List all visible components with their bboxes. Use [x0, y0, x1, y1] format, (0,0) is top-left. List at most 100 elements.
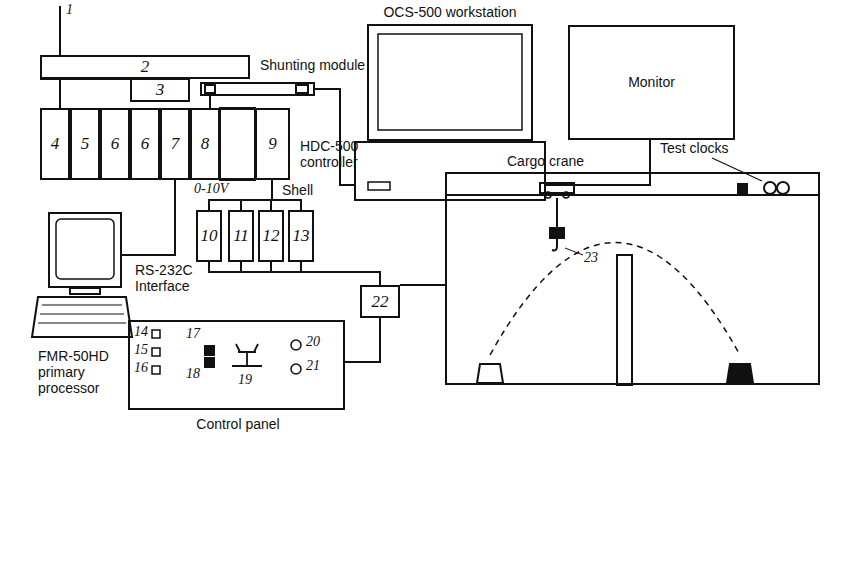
callout-number: 21 — [306, 358, 320, 374]
blank-module — [220, 108, 255, 180]
workstation-screen — [368, 25, 532, 140]
numbered-box: 7 — [160, 108, 190, 180]
leader-line — [712, 158, 762, 181]
numbered-box: 3 — [130, 78, 190, 102]
box-label: Monitor — [628, 74, 675, 90]
numbered-box: 8 — [190, 108, 220, 180]
callout-number: 12 — [263, 226, 280, 246]
push-button — [152, 330, 160, 338]
connector-port — [296, 85, 308, 93]
callout-number: 10 — [201, 226, 218, 246]
connector-wire — [400, 284, 445, 286]
clock-marker — [738, 184, 747, 193]
connector-wire — [209, 262, 380, 285]
indicator-square — [205, 358, 214, 367]
callout-number: 8 — [201, 134, 210, 154]
screen-glass — [378, 34, 522, 130]
callout-number: 15 — [134, 342, 148, 358]
push-button — [152, 348, 160, 356]
drive-slot — [368, 182, 390, 190]
callout-number: 9 — [268, 134, 277, 154]
connector-wire — [241, 262, 380, 285]
callout-number: 16 — [134, 360, 148, 376]
callout-number: 20 — [306, 334, 320, 350]
box-heading: Shunting module — [260, 57, 390, 73]
labelled-box: FMR-50HD primary processor — [48, 212, 122, 288]
connector-wire — [209, 96, 211, 108]
numbered-box: 9 — [255, 108, 290, 180]
numbered-box: 5 — [70, 108, 100, 180]
trolley-wheel — [563, 192, 569, 198]
connector-wire — [345, 318, 380, 362]
callout-number: 11 — [233, 226, 249, 246]
connector-wire — [241, 180, 272, 210]
callout-number: 14 — [134, 324, 148, 340]
callout-number: 13 — [293, 226, 310, 246]
box-heading: HDC-500 controller — [300, 138, 390, 170]
test-clock — [764, 182, 776, 194]
callout-number: 22 — [372, 292, 389, 312]
numbered-box: 12 — [258, 210, 284, 262]
joystick-symbol — [232, 344, 262, 366]
hook — [552, 238, 557, 251]
box-heading: OCS-500 workstation — [355, 4, 545, 20]
workstation-base — [355, 142, 545, 200]
hook-block — [550, 228, 564, 238]
labelled-box: Monitor — [568, 25, 735, 140]
test-clock — [777, 182, 789, 194]
callout-number: 23 — [584, 250, 598, 266]
crane-beam — [445, 194, 820, 196]
callout-number: 19 — [238, 372, 252, 388]
load-trajectory — [490, 243, 740, 356]
labelled-box: 4566789HDC-500 controller — [40, 108, 290, 180]
callout-number: 17 — [186, 326, 200, 342]
annotation-label: RS-232C Interface — [135, 262, 215, 294]
hoist-rope — [556, 198, 558, 228]
numbered-box: 22 — [360, 285, 400, 318]
callout-number: 2 — [141, 57, 150, 77]
callout-number: 5 — [81, 134, 90, 154]
numbered-box: 11 — [228, 210, 254, 262]
annotation-label: Shell — [282, 182, 313, 198]
labelled-box: Shunting module — [200, 82, 315, 96]
trolley-wheel — [545, 192, 551, 198]
numbered-box: 6 — [130, 108, 160, 180]
callout-number: 1 — [66, 2, 73, 18]
bus-line — [59, 6, 61, 55]
crt-screen — [56, 219, 114, 279]
box-heading: Cargo crane — [507, 153, 657, 169]
push-button — [152, 366, 160, 374]
indicator-square — [205, 346, 214, 355]
key-rows — [38, 305, 126, 323]
callout-number: 0-10V — [194, 181, 228, 197]
load-target — [727, 364, 753, 383]
numbered-box: 13 — [288, 210, 314, 262]
callout-number: 18 — [186, 366, 200, 382]
callout-number: 6 — [141, 134, 150, 154]
leader-line — [565, 248, 583, 255]
connector-wire — [122, 180, 175, 255]
numbered-box: 6 — [100, 108, 130, 180]
callout-number: 7 — [171, 134, 180, 154]
load-start — [477, 364, 503, 383]
connector-wire — [271, 262, 380, 285]
labelled-box: Cargo crane — [445, 172, 820, 385]
numbered-box: 10 — [196, 210, 222, 262]
lamp — [291, 364, 301, 374]
lamp — [291, 340, 301, 350]
keyboard — [32, 297, 132, 337]
connector-wire — [301, 262, 380, 285]
callout-number: 6 — [111, 134, 120, 154]
box-heading: FMR-50HD primary processor — [38, 348, 126, 396]
connector-wire — [315, 89, 355, 185]
callout-number: 3 — [156, 80, 165, 100]
numbered-box: 2 — [40, 55, 250, 79]
monitor-stand — [70, 288, 100, 294]
box-heading: Control panel — [168, 416, 308, 432]
connector-port — [205, 85, 215, 93]
callout-number: 4 — [51, 134, 60, 154]
